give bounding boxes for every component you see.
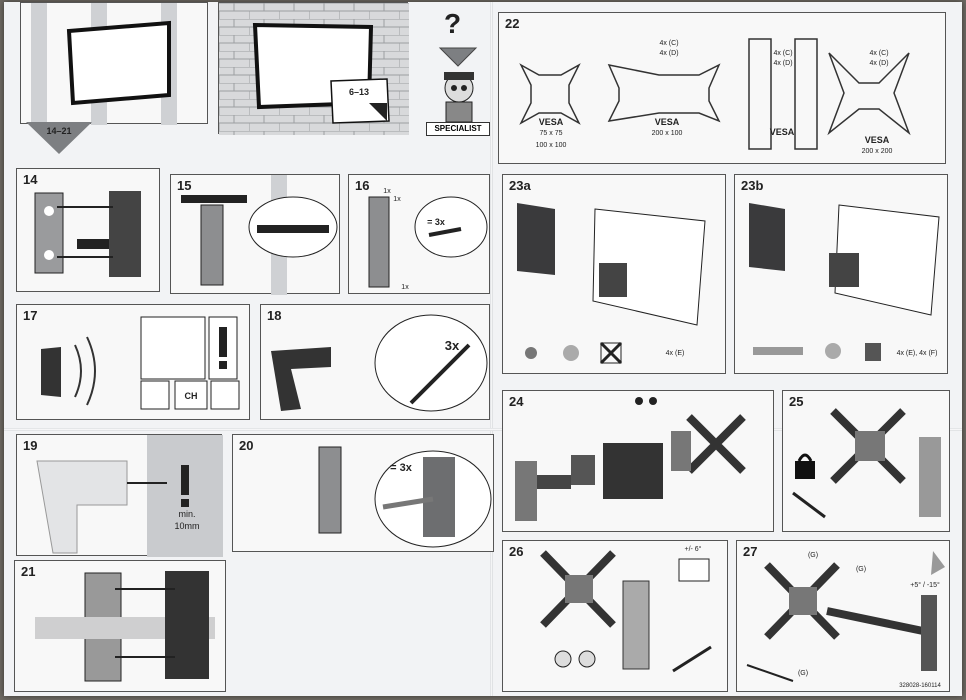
panel-step-19: 19 min. 10mm	[16, 434, 223, 557]
tv-hang-illustration	[515, 397, 746, 521]
screws-4x-e: 4x (E)	[665, 350, 685, 357]
panel-step-22: 22 VESA 75 x 75 100 x 100 VESA 200 x 100…	[498, 12, 946, 164]
count-1x-b: 1x	[393, 196, 401, 203]
step-number: 27	[743, 544, 758, 559]
step-number: 20	[239, 438, 254, 453]
min-label: min.	[178, 509, 196, 519]
fold-line-horizontal	[4, 428, 962, 431]
step-number: 21	[21, 564, 36, 579]
tool-g-label-1: (G)	[807, 552, 819, 559]
step-range-badge	[26, 122, 92, 154]
cable-detector-illustration	[41, 316, 240, 410]
step-number: 18	[267, 308, 282, 323]
panel-step-26: 26 +/- 6°	[502, 540, 728, 692]
panel-step-17: 17 CH	[16, 304, 250, 420]
mount-plate-tv-illustration	[517, 203, 706, 365]
arrow-down-icon	[438, 47, 478, 67]
depth-10mm-label: 10mm	[174, 521, 200, 531]
tool-g-label-2: (G)	[855, 566, 867, 573]
panel-brick-wall: 6–13	[218, 2, 409, 135]
step-number: 16	[355, 178, 370, 193]
count-3x: 3x	[444, 338, 460, 353]
vesa-label-2: VESA 200 x 100	[651, 117, 683, 137]
tilt-6-label: +/- 6°	[684, 546, 702, 553]
panel-stud-wall	[20, 2, 208, 125]
arm-attach-illustration	[35, 571, 215, 682]
tool-g-label-3: (G)	[797, 670, 809, 677]
wall-plate-screws-illustration	[318, 446, 492, 548]
instruction-sheet: 14–21 6–13 ? SPECIALIST 22	[4, 2, 962, 696]
step-number: 14	[23, 172, 38, 187]
tilt-adjust-illustration	[540, 550, 712, 673]
panel-step-18: 18 3x	[260, 304, 490, 420]
vesa-cd-label-1: 4x (C)4x (D)	[659, 40, 679, 57]
panel-step-14: 14	[16, 168, 160, 292]
mount-plate-spacer-illustration	[749, 203, 940, 361]
lock-screws-illustration	[792, 408, 941, 519]
bracket-illustration	[34, 191, 141, 277]
vesa-cd-label-3: 4x (C)4x (D)	[869, 50, 889, 67]
brick-wall-illustration	[219, 3, 409, 135]
question-mark: ?	[444, 8, 462, 39]
panel-step-27: 27 (G) (G) (G) +5° / -15° 328028-160114	[736, 540, 950, 692]
vesa-label-1: VESA 75 x 75 100 x 100	[535, 117, 567, 149]
step-number: 25	[789, 394, 804, 409]
vesa-label-3: VESA	[769, 127, 795, 137]
vesa-label-4: VESA 200 x 200	[861, 135, 893, 155]
stud-wall-illustration	[31, 3, 177, 125]
drill-mark-illustration	[368, 196, 488, 288]
panel-step-20: 20 = 3x	[232, 434, 494, 552]
step-number: 23b	[741, 178, 764, 193]
step-number: 24	[509, 394, 524, 409]
vesa-adapter-illustrations	[519, 38, 911, 150]
panel-step-23b: 23b 4x (E), 4x (F)	[734, 174, 948, 374]
step-number: 23a	[509, 178, 531, 193]
panel-step-16: 16 1x 1x 1x = 3x	[348, 174, 490, 294]
panel-step-24: 24	[502, 390, 774, 532]
screws-4x-e-f: 4x (E), 4x (F)	[896, 350, 938, 357]
specialist-label: SPECIALIST	[426, 122, 490, 136]
step-number: 22	[505, 16, 520, 31]
step-number: 15	[177, 178, 192, 193]
drill-depth-illustration	[36, 435, 223, 557]
panel-step-15: 15	[170, 174, 340, 295]
specialist-figure-icon	[444, 72, 474, 123]
drill-bit-illustration	[271, 314, 488, 412]
ch-symbol: CH	[184, 391, 198, 401]
step-number: 26	[509, 544, 524, 559]
tilt-range-label: +5° / -15°	[910, 582, 940, 589]
part-code: 328028-160114	[899, 683, 941, 689]
step-range-6-13-label: 6–13	[348, 87, 370, 97]
panel-step-21: 21	[14, 560, 226, 692]
badge-14-21-label: 14–21	[46, 126, 72, 136]
vesa-cd-label-2: 4x (C)4x (D)	[773, 50, 793, 67]
count-eq3x: = 3x	[427, 217, 445, 227]
step-number: 19	[23, 438, 38, 453]
tilt-swivel-illustration	[746, 551, 945, 682]
count-1x-a: 1x	[383, 188, 391, 195]
fold-line-vertical	[490, 2, 493, 696]
count-eq3x-2: = 3x	[390, 462, 412, 474]
level-illustration	[181, 175, 338, 295]
step-number: 17	[23, 308, 38, 323]
count-1x-c: 1x	[401, 284, 409, 291]
panel-step-23a: 23a 4x (E)	[502, 174, 726, 374]
panel-step-25: 25	[782, 390, 950, 532]
